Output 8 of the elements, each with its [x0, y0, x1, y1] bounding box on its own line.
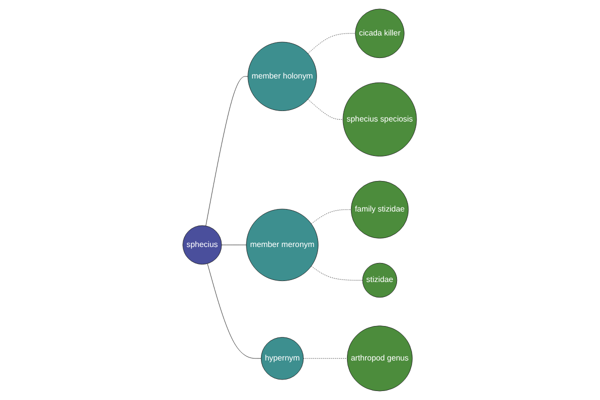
connector: [311, 209, 352, 224]
connector: [308, 33, 356, 54]
connector: [311, 266, 364, 280]
connector: [206, 76, 248, 226]
connector: [222, 244, 247, 246]
connector: [208, 263, 262, 359]
connector: [308, 99, 344, 120]
connector: [303, 358, 348, 359]
